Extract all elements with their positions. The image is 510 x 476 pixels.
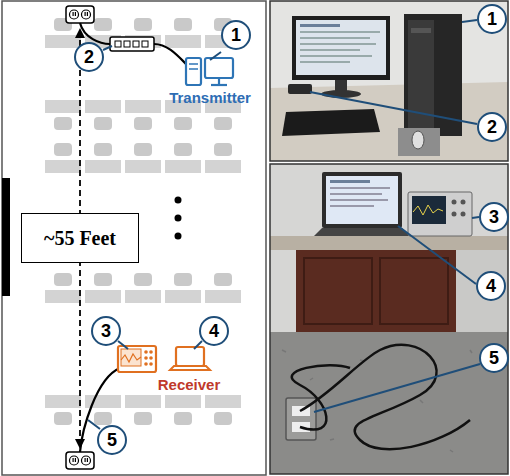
leader-lines: [310, 20, 480, 412]
callout-number: 2: [477, 112, 507, 142]
transmitter-photo: [270, 1, 508, 161]
callout-number: 2: [74, 42, 104, 72]
pc-icon: [186, 58, 233, 85]
callout-number: 1: [477, 4, 507, 34]
oscilloscope-icon: [118, 346, 156, 372]
callout-number: 4: [199, 316, 229, 346]
callout-number: 4: [476, 271, 506, 301]
receiver-photo: [270, 164, 508, 474]
laptop-icon: [170, 347, 210, 370]
floor-plan: [2, 1, 266, 475]
dimension-label: ~55 Feet: [44, 227, 116, 249]
callout-number: 3: [91, 316, 121, 346]
dimension-box: ~55 Feet: [21, 213, 139, 263]
callout-number: 5: [479, 343, 509, 373]
callout-number: 1: [221, 20, 251, 50]
callout-number: 3: [479, 202, 509, 232]
device-label: Transmitter: [169, 90, 251, 107]
device-label: Receiver: [158, 377, 221, 394]
callout-number: 5: [97, 425, 127, 455]
